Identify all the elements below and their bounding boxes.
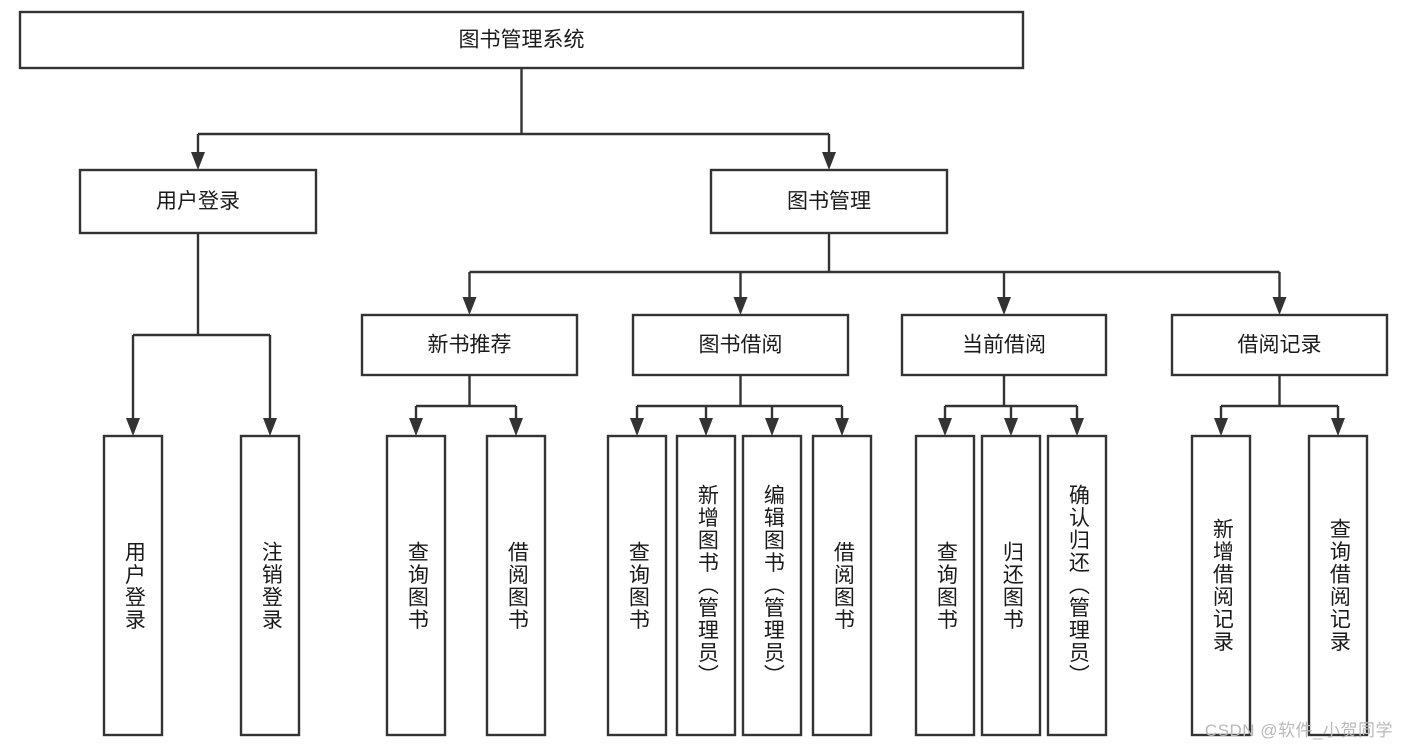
- leaf-node-12-rect: [1307, 434, 1369, 737]
- arrow-head-icon: [822, 152, 836, 170]
- csdn-watermark: CSDN @软件_小贺同学: [1204, 721, 1393, 740]
- leaf-node-10[interactable]: [1046, 434, 1108, 737]
- leaf-node-12[interactable]: [1307, 434, 1369, 737]
- level1-node-0[interactable]: 用户登录: [78, 168, 318, 235]
- arrow-head-icon: [1214, 418, 1228, 436]
- arrow-head-icon: [733, 297, 748, 315]
- leaf-node-11-rect: [1190, 434, 1252, 737]
- leaf-node-3-rect: [485, 434, 547, 737]
- leaf-node-7-rect: [811, 434, 873, 737]
- arrow-head-icon: [462, 297, 477, 315]
- leaf-node-4-rect: [606, 434, 668, 737]
- arrow-head-icon: [409, 418, 423, 436]
- arrow-head-icon: [1070, 418, 1084, 436]
- leaf-node-1[interactable]: [239, 434, 301, 737]
- leaf-node-5-rect: [675, 434, 737, 737]
- leaf-node-0[interactable]: [102, 434, 164, 737]
- leaf-node-5[interactable]: [675, 434, 737, 737]
- arrow-head-icon: [191, 152, 205, 170]
- root-node-book-management-system-label: 图书管理系统: [459, 29, 585, 52]
- level2-node-2[interactable]: 当前借阅: [900, 313, 1108, 377]
- level2-node-1[interactable]: 图书借阅: [631, 313, 850, 377]
- leaf-node-0-rect: [102, 434, 164, 737]
- leaf-node-3[interactable]: [485, 434, 547, 737]
- level2-node-2-rect: [900, 313, 1108, 377]
- level1-node-1-label: 图书管理: [787, 190, 871, 213]
- level2-node-0-rect: [360, 313, 579, 377]
- arrow-head-icon: [1272, 297, 1287, 315]
- arrow-head-icon: [1331, 418, 1345, 436]
- leaf-node-1-rect: [239, 434, 301, 737]
- arrow-head-icon: [630, 418, 644, 436]
- arrow-head-icon: [765, 418, 779, 436]
- leaf-node-9-rect: [980, 434, 1042, 737]
- leaf-node-2-rect: [385, 434, 447, 737]
- root-node-book-management-system[interactable]: 图书管理系统: [18, 10, 1025, 70]
- level2-node-3[interactable]: 借阅记录: [1170, 313, 1389, 377]
- level2-node-3-rect: [1170, 313, 1389, 377]
- arrow-head-icon: [997, 297, 1011, 315]
- root-node-book-management-system-rect: [18, 10, 1025, 70]
- level2-node-2-label: 当前借阅: [962, 334, 1046, 357]
- arrow-head-icon: [699, 418, 713, 436]
- connectors-layer: [126, 68, 1345, 436]
- leaf-node-2[interactable]: [385, 434, 447, 737]
- leaf-node-7[interactable]: [811, 434, 873, 737]
- leaf-node-8-rect: [914, 434, 976, 737]
- leaf-node-9[interactable]: [980, 434, 1042, 737]
- level1-node-1-rect: [709, 168, 949, 235]
- arrow-head-icon: [509, 418, 523, 436]
- leaf-node-6[interactable]: [741, 434, 803, 737]
- leaf-node-8[interactable]: [914, 434, 976, 737]
- arrow-head-icon: [263, 418, 277, 436]
- level1-node-0-label: 用户登录: [156, 190, 240, 213]
- level2-node-3-label: 借阅记录: [1238, 334, 1322, 357]
- leaf-node-4[interactable]: [606, 434, 668, 737]
- level2-node-0-label: 新书推荐: [428, 334, 512, 357]
- leaf-node-11[interactable]: [1190, 434, 1252, 737]
- leaf-node-10-rect: [1046, 434, 1108, 737]
- level2-node-1-rect: [631, 313, 850, 377]
- level1-node-1[interactable]: 图书管理: [709, 168, 949, 235]
- leaf-node-6-rect: [741, 434, 803, 737]
- level2-node-1-label: 图书借阅: [699, 334, 783, 357]
- arrow-head-icon: [1004, 418, 1018, 436]
- level2-node-0[interactable]: 新书推荐: [360, 313, 579, 377]
- arrow-head-icon: [126, 418, 140, 436]
- arrow-head-icon: [938, 418, 952, 436]
- arrow-head-icon: [835, 418, 849, 436]
- level1-node-0-rect: [78, 168, 318, 235]
